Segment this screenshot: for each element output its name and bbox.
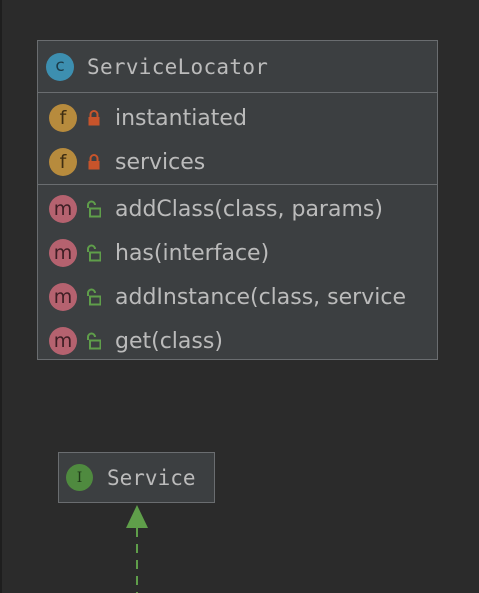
methods-section: m addClass(class, params) m has(interfac… [38,185,437,359]
method-row[interactable]: m addInstance(class, service [38,277,437,317]
method-icon: m [49,195,77,223]
field-row[interactable]: f services [38,142,437,182]
class-icon: c [46,52,74,81]
method-icon: m [49,239,77,267]
public-unlock-icon [87,200,101,218]
arrow-head [126,505,148,528]
method-label: get(class) [115,328,223,354]
method-row[interactable]: m addClass(class, params) [38,189,437,229]
interface-icon: I [66,464,93,491]
method-icon: m [49,283,77,311]
private-lock-icon [88,110,100,126]
canvas-edge [0,0,2,593]
interface-title: Service [107,465,196,490]
method-label: addClass(class, params) [115,196,383,222]
method-row[interactable]: m get(class) [38,321,437,359]
field-label: instantiated [115,105,247,131]
class-box-servicelocator[interactable]: c ServiceLocator f instantiated f servic… [37,40,438,360]
field-icon: f [49,104,77,132]
field-label: services [115,149,206,175]
method-label: addInstance(class, service [115,284,406,310]
public-unlock-icon [87,244,101,262]
field-icon: f [49,148,77,176]
method-label: has(interface) [115,240,270,266]
method-icon: m [49,327,77,355]
method-row[interactable]: m has(interface) [38,233,437,273]
public-unlock-icon [87,288,101,306]
class-header: c ServiceLocator [38,41,437,93]
interface-box-service[interactable]: I Service [58,452,215,503]
class-title: ServiceLocator [87,54,269,79]
fields-section: f instantiated f services [38,93,437,185]
field-row[interactable]: f instantiated [38,98,437,138]
private-lock-icon [88,154,100,170]
public-unlock-icon [87,332,101,350]
